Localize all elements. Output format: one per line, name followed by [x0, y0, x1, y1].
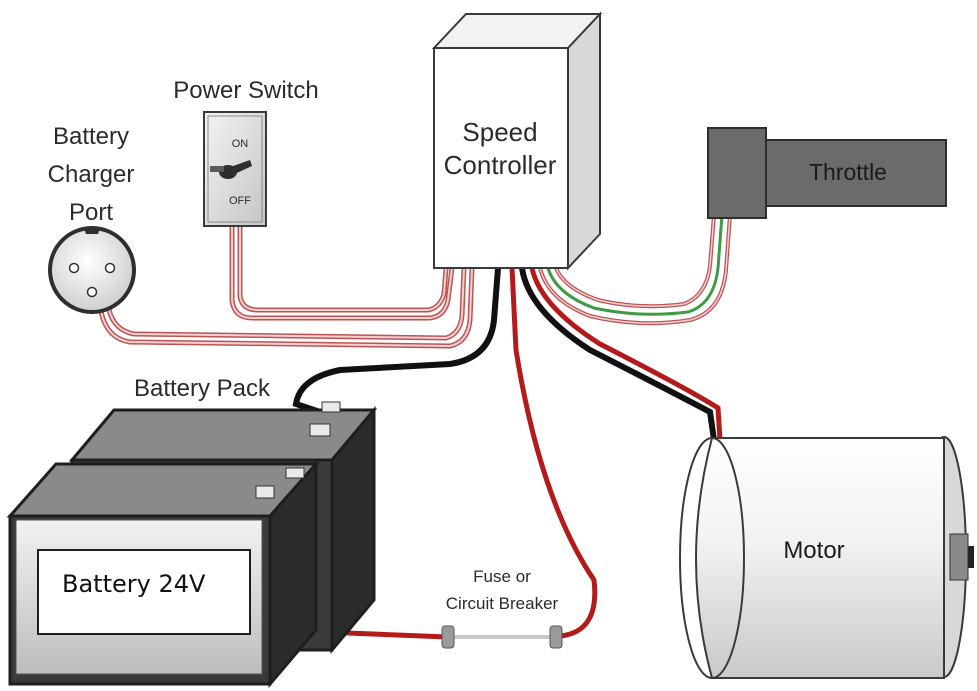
charger-wire: [97, 267, 475, 349]
motor-red-wire: [529, 267, 723, 441]
battery-voltage-label: Battery 24V: [62, 570, 206, 598]
battery-pack: Battery Pack Battery 24V: [6, 375, 378, 689]
fuse-label-line1: Fuse or: [473, 567, 531, 586]
controller-label-line1: Speed: [462, 117, 537, 147]
battery-charger-port: Battery Charger Port: [48, 123, 136, 314]
motor-label: Motor: [783, 537, 844, 564]
motor-black-wire: [519, 267, 717, 441]
throttle-label: Throttle: [809, 159, 887, 185]
battery-negative-wire: [292, 267, 501, 415]
fuse-cap-icon: [549, 625, 563, 649]
fuse-positive-wire: [509, 267, 598, 639]
fuse-label-line2: Circuit Breaker: [446, 594, 559, 613]
power-switch-label: Power Switch: [173, 77, 318, 104]
switch-wire: [229, 226, 455, 321]
switch-on-label: ON: [232, 138, 249, 150]
charger-pin-icon: [86, 286, 98, 298]
wiring: [97, 214, 732, 640]
power-switch: Power Switch ON OFF: [173, 77, 319, 227]
controller-label-line2: Controller: [444, 150, 557, 180]
throttle-wire: [538, 214, 732, 326]
battery-terminal-icon: [321, 401, 341, 413]
battery-terminal-icon: [255, 485, 275, 499]
fuse-cap-icon: [441, 625, 455, 649]
battery-terminal-icon: [309, 423, 331, 437]
charger-pin-icon: [104, 262, 116, 274]
charger-label-line2: Charger: [48, 161, 135, 188]
fuse-circuit-breaker: Fuse or Circuit Breaker: [441, 567, 563, 649]
charger-label-line3: Port: [69, 199, 113, 226]
throttle: Throttle: [707, 127, 947, 219]
battery-pack-label: Battery Pack: [134, 375, 271, 402]
charger-pin-icon: [68, 262, 80, 274]
switch-toggle-icon: [210, 160, 252, 179]
motor: Motor: [679, 436, 974, 679]
battery-voltage-box: Battery 24V: [37, 549, 251, 635]
speed-controller: Speed Controller: [431, 11, 603, 271]
charger-label-line1: Battery: [53, 123, 129, 150]
switch-off-label: OFF: [229, 195, 251, 207]
battery-terminal-icon: [285, 467, 305, 479]
